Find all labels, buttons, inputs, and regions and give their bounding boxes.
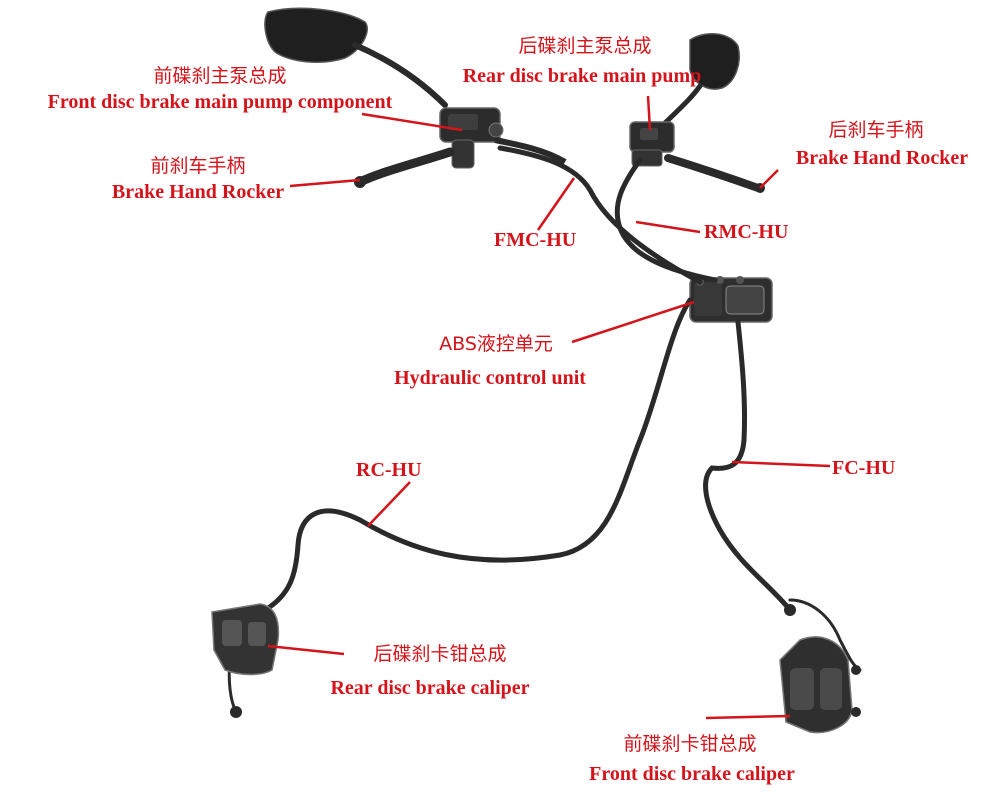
label-front-lever-en: Brake Hand Rocker (111, 181, 285, 203)
label-abs-unit-zh: ABS液控单元 (439, 333, 553, 355)
label-rmc-hu: RMC-HU (704, 221, 789, 243)
label-front-caliper-zh: 前碟刹卡钳总成 (623, 733, 757, 755)
hose-fc-hu (703, 319, 793, 613)
hose-rc-hu (262, 297, 693, 613)
rear-brake-lever (664, 154, 765, 193)
right-mirror (661, 33, 740, 127)
label-front-pump-en: Front disc brake main pump component (47, 91, 393, 113)
leader-fmc-hu (536, 177, 576, 231)
front-brake-lever (354, 147, 455, 188)
leader-rear-caliper (267, 644, 345, 656)
label-rear-caliper-zh: 后碟刹卡钳总成 (373, 643, 507, 665)
label-rear-pump-zh: 后碟刹主泵总成 (518, 35, 652, 57)
leader-front-caliper (705, 714, 791, 720)
label-front-lever-zh: 前刹车手柄 (150, 155, 246, 177)
label-front-pump-zh: 前碟刹主泵总成 (153, 65, 287, 87)
leader-abs-unit (571, 300, 695, 344)
leader-front-pump (361, 112, 463, 132)
hose-front-sensor (788, 598, 862, 672)
handlebar-left (494, 137, 567, 165)
label-rear-lever-zh: 后刹车手柄 (828, 119, 924, 141)
front-caliper (779, 604, 861, 734)
rear-master-cylinder (629, 121, 675, 167)
label-rear-pump-en: Rear disc brake main pump (462, 65, 702, 87)
leader-rc-hu (367, 481, 411, 527)
leader-lines (267, 95, 831, 720)
label-fmc-hu: FMC-HU (494, 229, 577, 251)
label-rear-caliper-en: Rear disc brake caliper (330, 677, 530, 699)
label-rc-hu: RC-HU (356, 459, 422, 481)
abs-hydraulic-unit (689, 276, 773, 323)
leader-front-lever (289, 178, 361, 188)
leader-rear-pump (646, 95, 652, 131)
hose-rmc-hu (614, 157, 718, 283)
hose-fmc-hu (497, 145, 703, 285)
leader-fc-hu (731, 460, 831, 468)
leader-rear-lever (759, 169, 779, 189)
leader-rmc-hu (635, 220, 701, 234)
front-master-cylinder (439, 107, 504, 169)
left-mirror (264, 7, 448, 108)
label-abs-unit-en: Hydraulic control unit (394, 367, 586, 389)
label-fc-hu: FC-HU (832, 457, 896, 479)
label-front-caliper-en: Front disc brake caliper (589, 763, 795, 785)
label-rear-lever-en: Brake Hand Rocker (795, 147, 969, 169)
rear-caliper (211, 603, 280, 718)
